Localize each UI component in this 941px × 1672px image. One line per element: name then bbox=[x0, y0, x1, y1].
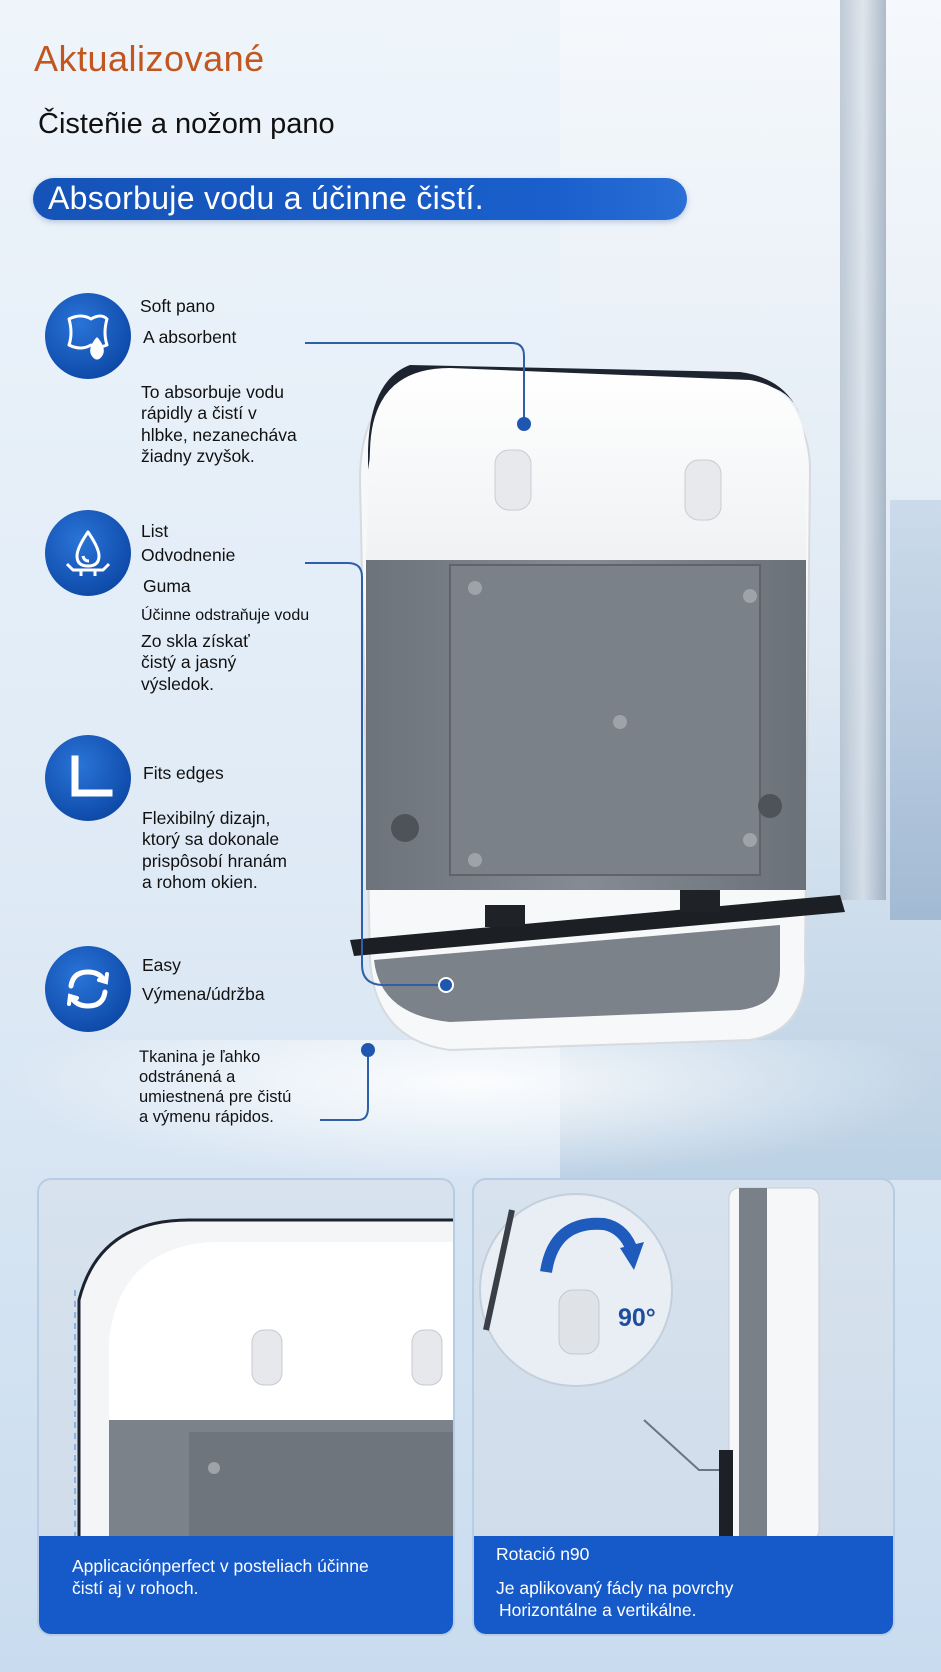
mop-pad-illustration bbox=[350, 365, 845, 1052]
hole bbox=[391, 814, 419, 842]
screw bbox=[468, 581, 482, 595]
water-drop-blade-icon bbox=[45, 510, 131, 596]
feature-desc: Flexibilný dizajn, ktorý sa dokonale pri… bbox=[142, 808, 287, 893]
rotation-closeup-image bbox=[479, 1187, 820, 1540]
background-city bbox=[890, 500, 941, 920]
background-pillar bbox=[840, 0, 886, 900]
feature-desc: To absorbuje vodu rápidly a čistí v hlbk… bbox=[141, 382, 297, 467]
hole bbox=[758, 794, 782, 818]
screw bbox=[208, 1462, 220, 1474]
refresh-cycle-icon bbox=[45, 946, 131, 1032]
pad-tab bbox=[494, 449, 532, 511]
screw bbox=[468, 853, 482, 867]
screw bbox=[613, 715, 627, 729]
feature-title: Výmena/údržba bbox=[142, 984, 265, 1004]
screw bbox=[743, 833, 757, 847]
card-caption-title: Rotació n90 bbox=[496, 1544, 590, 1564]
screw bbox=[743, 589, 757, 603]
feature-title: Soft pano bbox=[140, 296, 215, 316]
corner-detail-card: Applicaciónperfect v posteliach účinne č… bbox=[37, 1178, 455, 1636]
cloth-drop-icon bbox=[45, 293, 131, 379]
pad-tab bbox=[251, 1329, 283, 1386]
feature-title: A absorbent bbox=[143, 327, 237, 347]
feature-desc-small: Účinne odstraňuje vodu bbox=[141, 607, 310, 624]
rotation-detail-card: 90° Rotació n90 Je aplikovaný fácly na p… bbox=[472, 1178, 895, 1636]
rotation-label: 90° bbox=[618, 1304, 656, 1332]
pad-tab bbox=[684, 459, 722, 521]
feature-title: Fits edges bbox=[143, 763, 224, 783]
headline-banner: Absorbuje vodu a účinne čistí. bbox=[33, 178, 687, 220]
feature-title: Guma bbox=[143, 576, 191, 596]
card-caption: Rotació n90 Je aplikovaný fácly na povrc… bbox=[474, 1536, 893, 1634]
feature-desc: Zo skla získať čistý a jasný výsledok. bbox=[141, 631, 250, 694]
feature-title: Easy bbox=[142, 955, 181, 975]
pad-tab bbox=[411, 1329, 443, 1386]
corner-edge-icon bbox=[45, 735, 131, 821]
floor-glow bbox=[0, 1040, 941, 1180]
pad-tab bbox=[558, 1289, 600, 1355]
page-title: Aktualizované bbox=[34, 38, 265, 79]
banner-text: Absorbuje vodu a účinne čistí. bbox=[48, 180, 484, 216]
page-subtitle: Čisteñie a nožom pano bbox=[38, 108, 335, 140]
feature-title: Odvodnenie bbox=[141, 545, 236, 566]
corner-closeup-image bbox=[74, 1218, 453, 1540]
feature-title: List bbox=[141, 521, 169, 541]
feature-desc: Tkanina je ľahko odstránená a umiestnená… bbox=[139, 1048, 292, 1127]
card-caption: Applicaciónperfect v posteliach účinne č… bbox=[39, 1536, 453, 1634]
